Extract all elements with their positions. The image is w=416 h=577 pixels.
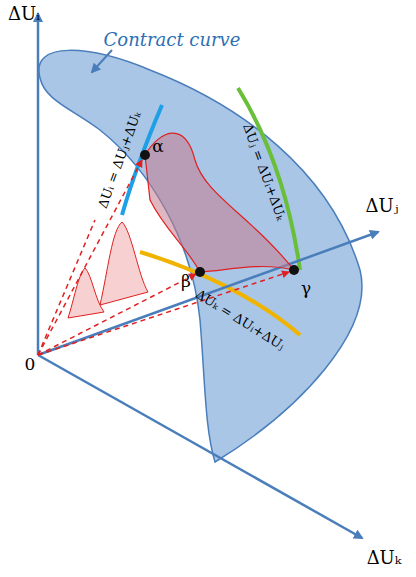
ray-gamma <box>38 272 289 355</box>
ray-inner <box>38 220 95 355</box>
origin-label: 0 <box>25 355 36 374</box>
axis-label: ΔUⱼ <box>366 196 399 216</box>
region-label: Contract curve <box>104 30 241 50</box>
axis-k <box>38 355 362 538</box>
hump-small <box>68 268 104 318</box>
axis-label: ΔUₖ <box>367 548 402 568</box>
point-alpha <box>140 150 150 160</box>
hump-medium <box>100 222 148 305</box>
point-label: γ <box>301 279 311 298</box>
axis-i <box>37 14 40 355</box>
point-gamma <box>289 265 299 275</box>
point-beta <box>195 267 205 277</box>
point-label: α <box>152 137 163 156</box>
point-label: β <box>181 272 191 291</box>
ray-beta <box>38 274 196 355</box>
leader-line <box>92 50 112 72</box>
axis-label: ΔUᵢ <box>8 4 40 24</box>
